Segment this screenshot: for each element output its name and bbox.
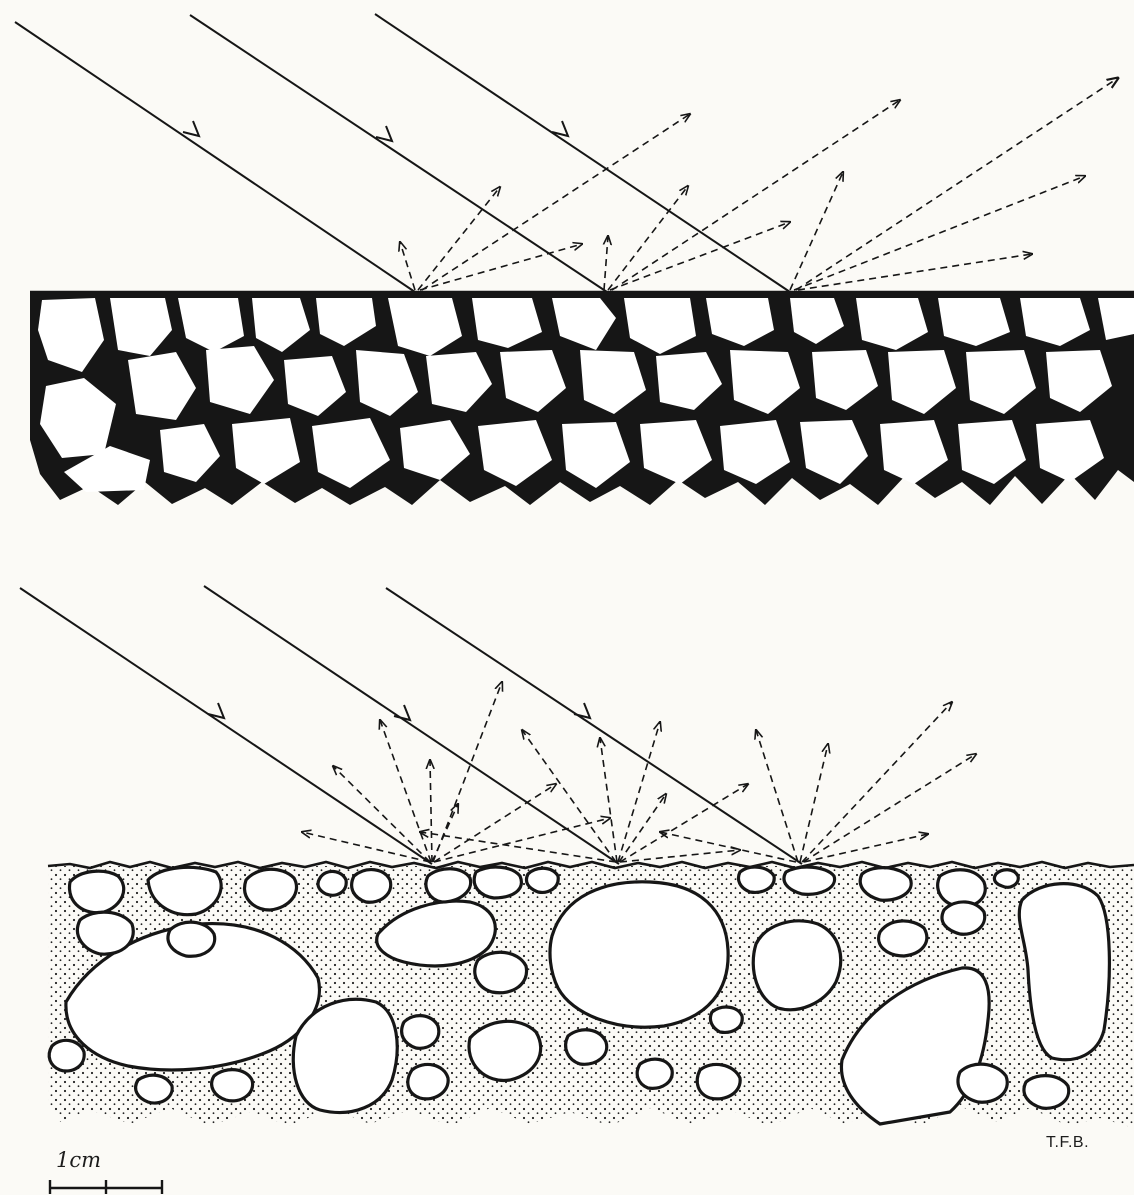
reflected-rays xyxy=(400,78,1118,290)
scattered-rays xyxy=(302,682,976,862)
scale-bar-label: 1cm xyxy=(56,1148,101,1172)
scale-bar xyxy=(50,1180,162,1194)
top-panel xyxy=(15,14,1134,505)
artist-credit: T.F.B. xyxy=(1046,1134,1089,1152)
bottom-panel xyxy=(20,586,1134,1128)
